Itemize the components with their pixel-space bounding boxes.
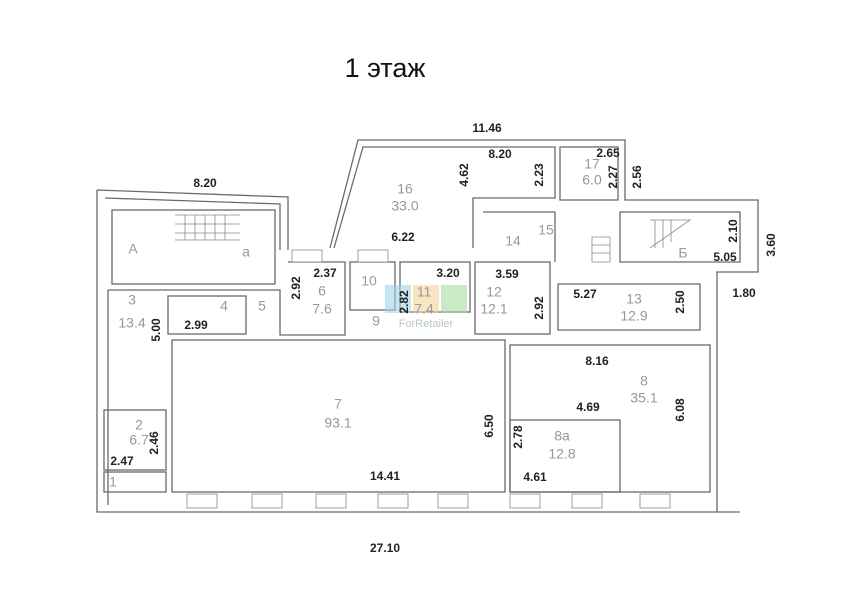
room-label: 3 xyxy=(128,292,136,308)
watermark-text: ForRetailer xyxy=(399,318,454,330)
room-label: а xyxy=(242,244,250,260)
dimension: 8.20 xyxy=(488,147,512,161)
room-label: 9 xyxy=(372,313,380,329)
dimension: 1.80 xyxy=(732,286,756,300)
dimension: 2.92 xyxy=(532,296,546,320)
room-label: 7 xyxy=(334,396,342,412)
watermark-logo-icon xyxy=(413,285,439,313)
room-area: 13.4 xyxy=(118,315,145,331)
room-label: 1 xyxy=(109,474,117,490)
room-label: 6 xyxy=(318,283,326,299)
room-label: 10 xyxy=(361,273,377,289)
dimension: 6.08 xyxy=(673,398,687,422)
room-label: 14 xyxy=(505,233,521,249)
dimension: 2.50 xyxy=(673,290,687,314)
dimension: 5.00 xyxy=(149,318,163,342)
room-label: 16 xyxy=(397,181,413,197)
dimension: 2.82 xyxy=(397,290,411,314)
dimension: 2.92 xyxy=(289,276,303,300)
stairs xyxy=(175,214,692,263)
room-label: 4 xyxy=(220,298,228,314)
dimension: 5.05 xyxy=(713,250,737,264)
dimension: 6.50 xyxy=(482,414,496,438)
room-area: 33.0 xyxy=(391,198,418,214)
dimension: 2.78 xyxy=(511,425,525,449)
dimension: 3.20 xyxy=(436,266,460,280)
room-label: 12 xyxy=(486,284,502,300)
room-area: 7.4 xyxy=(414,301,434,317)
windows xyxy=(186,249,671,509)
watermark-logo-icon xyxy=(441,285,467,313)
room-label: 15 xyxy=(538,222,554,238)
floor-title: 1 этаж xyxy=(345,53,426,83)
room-label: А xyxy=(128,241,138,257)
room-area: 6.0 xyxy=(582,172,602,188)
dimension: 5.27 xyxy=(573,287,597,301)
dimension: 3.59 xyxy=(495,267,519,281)
room-area: 12.1 xyxy=(480,301,507,317)
dimension: 8.20 xyxy=(193,176,217,190)
room-area: 35.1 xyxy=(630,390,657,406)
room-area: 12.9 xyxy=(620,308,647,324)
dimension: 3.60 xyxy=(764,233,778,257)
room-label: 13 xyxy=(626,291,642,307)
room-label: Б xyxy=(678,245,687,261)
dimension: 4.62 xyxy=(457,163,471,187)
room-area: 7.6 xyxy=(312,301,332,317)
dimension: 11.46 xyxy=(472,121,502,135)
dimension: 4.61 xyxy=(523,470,547,484)
room-area: 12.8 xyxy=(548,446,575,462)
dimension-labels: 11.46 8.20 8.20 4.62 6.22 2.23 2.65 2.27… xyxy=(110,121,778,555)
room-label: 2 xyxy=(135,417,143,433)
dimension: 2.37 xyxy=(313,266,337,280)
room-labels: А а Б 1 2 6.7 3 13.4 4 5 6 7.6 7 93.1 8 … xyxy=(109,156,687,490)
room-area: 93.1 xyxy=(324,415,351,431)
dimension: 2.47 xyxy=(110,454,134,468)
dimension: 2.56 xyxy=(630,165,644,189)
dimension: 2.27 xyxy=(606,165,620,189)
room-label: 5 xyxy=(258,298,266,314)
dimension: 2.23 xyxy=(532,163,546,187)
room-label: 11 xyxy=(417,284,432,300)
dimension: 27.10 xyxy=(370,541,400,555)
dimension: 4.69 xyxy=(576,400,600,414)
watermark-logo-icon xyxy=(385,285,411,313)
dimension: 6.22 xyxy=(391,230,415,244)
dimension: 2.10 xyxy=(726,219,740,243)
dimension: 2.65 xyxy=(596,146,620,160)
room-area: 6.7 xyxy=(129,432,149,448)
room-label: 8 xyxy=(640,373,648,389)
room-label: 8а xyxy=(554,428,570,444)
watermark: ForRetailer xyxy=(385,285,467,330)
dimension: 8.16 xyxy=(585,354,609,368)
dimension: 2.99 xyxy=(184,318,208,332)
dimension: 2.46 xyxy=(147,431,161,455)
room-label: 17 xyxy=(584,156,600,172)
dimension: 14.41 xyxy=(370,469,400,483)
